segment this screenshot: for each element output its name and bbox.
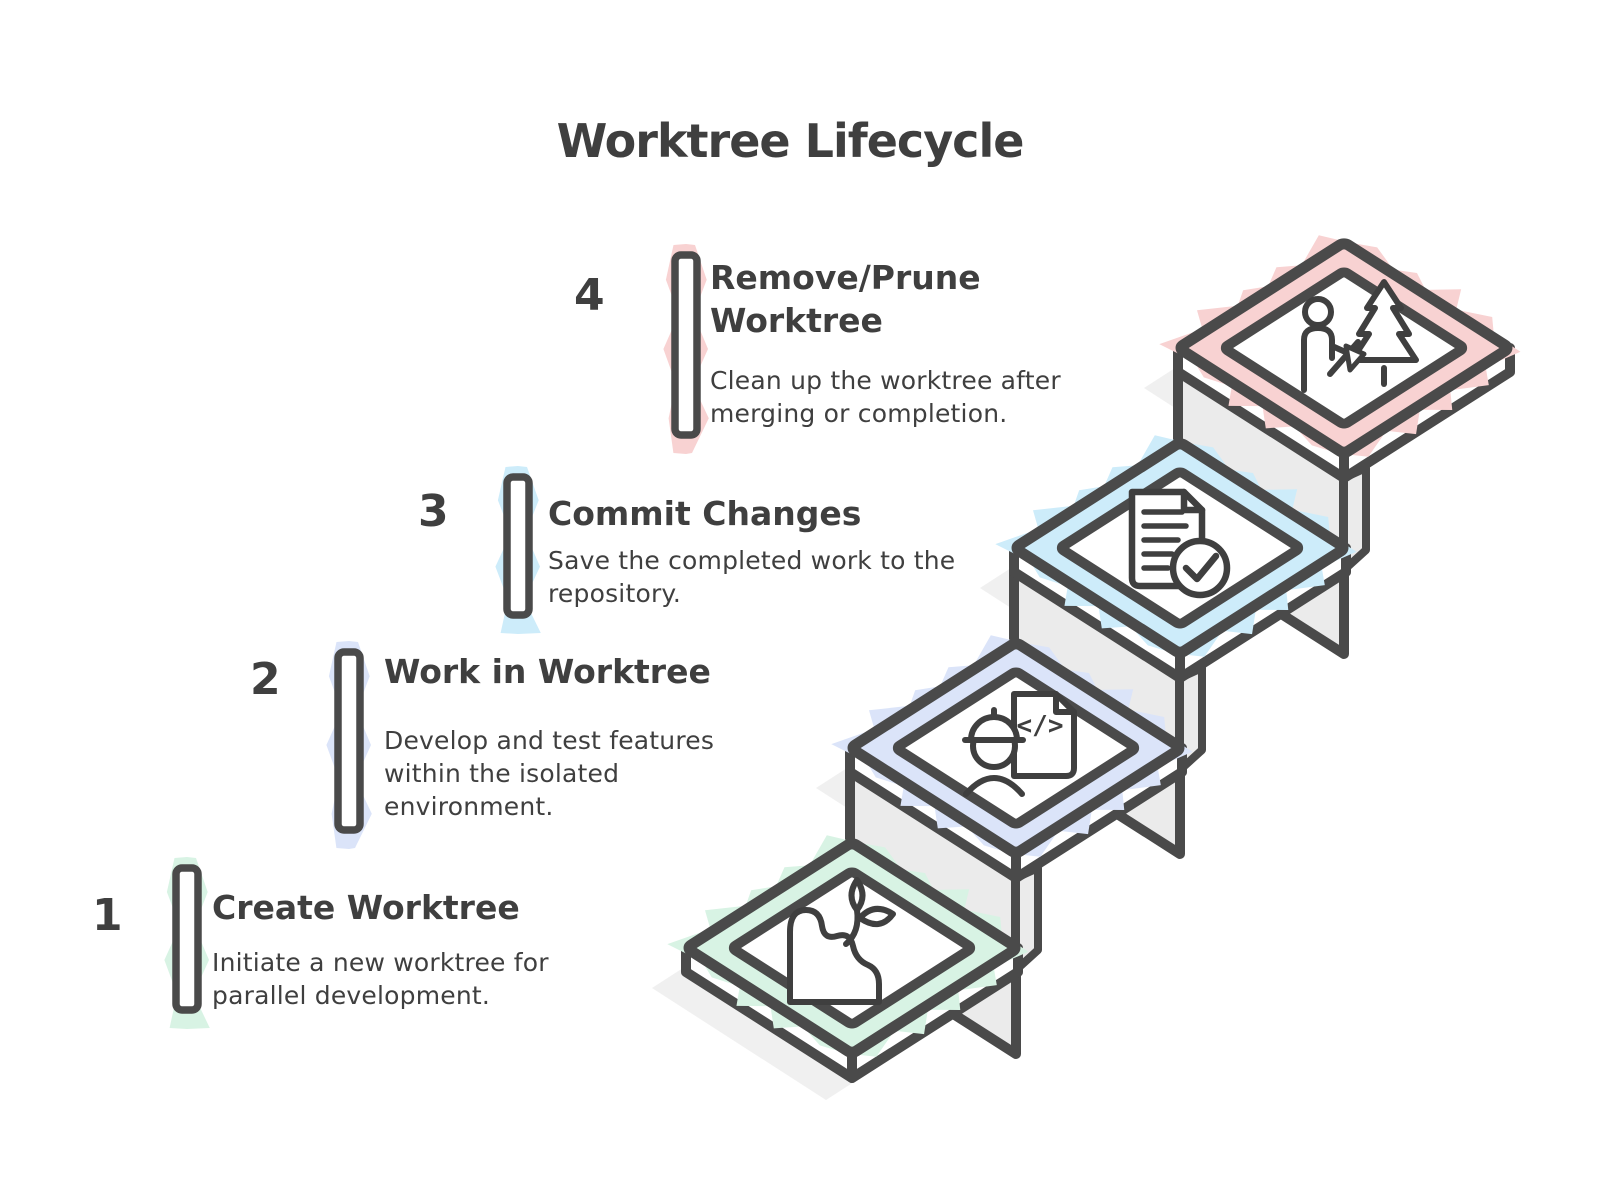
step-2-bar <box>326 641 372 849</box>
step-4-title: Remove/Prune Worktree <box>710 258 981 340</box>
step-2-title: Work in Worktree <box>384 652 711 691</box>
step-1-description: Initiate a new worktree for parallel dev… <box>212 948 549 1010</box>
sprout-icon <box>787 877 896 1005</box>
step-tile-1 <box>652 835 1029 1100</box>
step-2-description: Develop and test features within the iso… <box>384 726 715 821</box>
step-tile-3 <box>980 435 1357 859</box>
step-4-description: Clean up the worktree after merging or c… <box>710 366 1061 428</box>
step-1-bar <box>164 857 210 1029</box>
step-1-number: 1 <box>92 890 123 941</box>
step-3-title: Commit Changes <box>548 494 862 533</box>
step-2-number: 2 <box>250 654 281 705</box>
step-1-bar-rule <box>172 864 202 1014</box>
step-1-title: Create Worktree <box>212 888 520 927</box>
code-glyph: </> <box>1017 711 1064 741</box>
step-3-bar <box>495 466 541 634</box>
step-4-bar-rule <box>671 251 701 439</box>
step-3-bar-rule <box>503 473 533 619</box>
step-3-description: Save the completed work to the repositor… <box>548 546 956 608</box>
document-check-icon <box>1128 488 1231 599</box>
step-4-bar <box>663 244 709 454</box>
page-title: Worktree Lifecycle <box>556 114 1025 168</box>
step-3-number: 3 <box>418 486 449 537</box>
step-2-bar-rule <box>334 648 364 834</box>
developer-icon: </> <box>962 691 1077 797</box>
step-4-number: 4 <box>574 270 605 321</box>
tree-removal-icon <box>1301 279 1419 393</box>
